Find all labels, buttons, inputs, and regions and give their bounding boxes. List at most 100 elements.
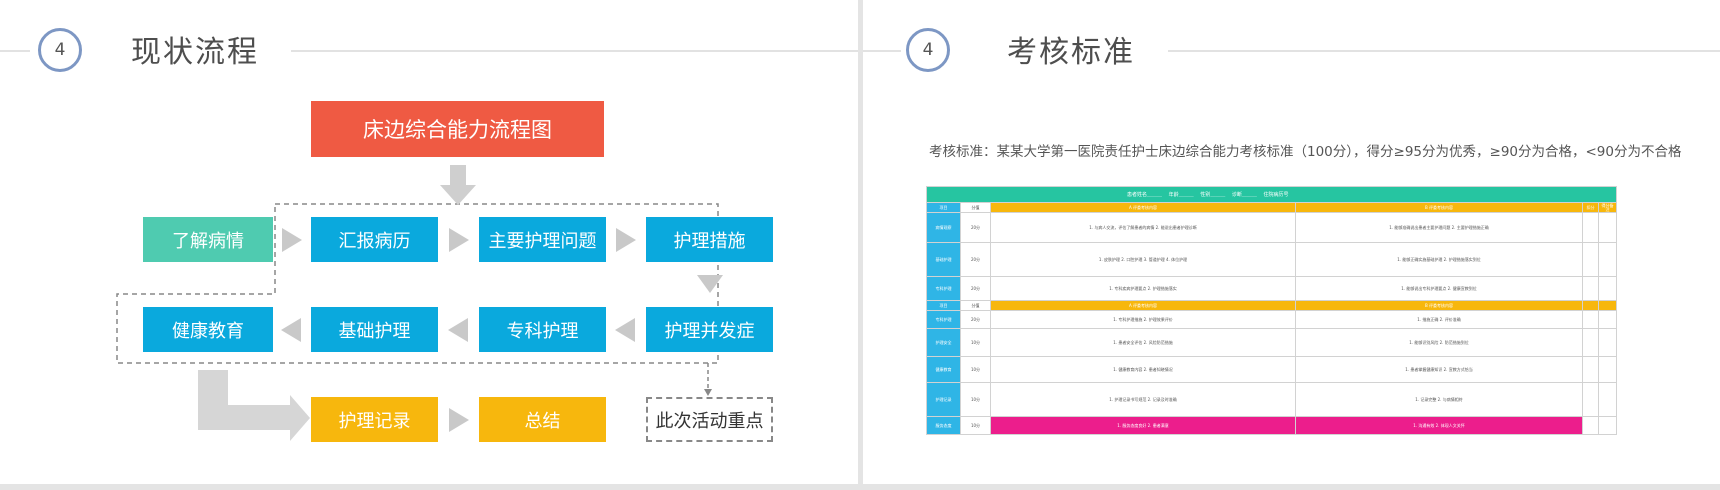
section-note (1597, 300, 1618, 311)
row-left: 1. 健康教育内容 2. 患者知晓情况 (990, 356, 1296, 383)
row-left: 1. 专科疾病护理要点 2. 护理措施落实 (990, 276, 1296, 301)
row-label: 专科护理 (926, 310, 961, 329)
header-cell: 性别 (1200, 191, 1211, 198)
row-label: 服务态度 (926, 416, 961, 435)
box-understand: 了解病情 (143, 217, 273, 262)
section-label: 项目 (926, 202, 961, 213)
dashed-flow-outline (116, 203, 719, 441)
row-left: 1. 与病人交流，评估了解患者的病情 2. 能说出患者护理诊断 (990, 212, 1296, 243)
row-score: 20分 (960, 310, 991, 329)
table-row: 护理记录 10分 1. 护理记录书写规范 2. 记录及时准确 1. 记录完整 2… (926, 382, 1618, 417)
box-record: 护理记录 (311, 397, 438, 442)
section-score: 分值 (960, 300, 991, 311)
row-left: 1. 服务态度良好 2. 患者满意 (990, 416, 1296, 435)
row-note (1597, 356, 1618, 383)
table-header-row: 患者姓名＿＿＿ 年龄＿＿＿ 性别＿＿＿ 诊断＿＿＿ 住院病历号 (925, 186, 1618, 203)
box-basic: 基础护理 (311, 307, 438, 352)
right-slide: 4 考核标准 考核标准：某某大学第一医院责任护士床边综合能力考核标准（100分）… (863, 0, 1720, 490)
row-left: 1. 患者安全评估 2. 风险防范措施 (990, 328, 1296, 357)
header-line-right (1168, 50, 1720, 52)
row-deduct (1582, 356, 1599, 383)
box-summary: 总结 (479, 397, 606, 442)
arrow-left-icon (281, 318, 301, 342)
dashed-outline-path (116, 203, 719, 364)
row-label: 基础护理 (926, 242, 961, 277)
row-deduct (1582, 416, 1599, 435)
row-right: 1. 能够正确实施基础护理 2. 护理措施落实到位 (1295, 242, 1583, 277)
arrow-right-icon (616, 228, 636, 252)
row-note (1597, 328, 1618, 357)
bend-arrow (198, 370, 310, 441)
section-left: A 评委考核内容 (990, 300, 1296, 311)
row-label: 病情观察 (926, 212, 961, 243)
row-score: 20分 (960, 276, 991, 301)
left-slide: 4 现状流程 床边综合能力流程图 了解病情 汇报病历 主要护理问题 护理措施 健… (0, 0, 858, 490)
row-note (1597, 276, 1618, 301)
row-note (1597, 310, 1618, 329)
row-right: 1. 能够说出专科护理要点 2. 健康宣教到位 (1295, 276, 1583, 301)
row-deduct (1582, 310, 1599, 329)
header-cell: 住院病历号 (1263, 191, 1289, 198)
table-row: 基础护理 20分 1. 皮肤护理 2. 口腔护理 3. 管道护理 4. 体位护理… (926, 242, 1618, 277)
arrow-left-icon (448, 318, 468, 342)
section-left: A 评委考核内容 (990, 202, 1296, 213)
arrow-right-icon (282, 228, 302, 252)
row-deduct (1582, 242, 1599, 277)
row-score: 20分 (960, 212, 991, 243)
row-left: 1. 护理记录书写规范 2. 记录及时准确 (990, 382, 1296, 417)
section-number-badge: 4 (38, 28, 82, 72)
table-row: 专科护理 20分 1. 专科护理措施 2. 护理效果评价 1. 措施正确 2. … (926, 310, 1618, 329)
page-title: 考核标准 (1007, 35, 1135, 70)
section-right: B 评委考核内容 (1295, 202, 1583, 213)
slide-divider (858, 0, 863, 490)
row-deduct (1582, 328, 1599, 357)
dashed-connector-arrowhead (704, 389, 712, 396)
section-number-badge: 4 (906, 28, 950, 72)
header-cell: 年龄 (1168, 191, 1179, 198)
arrow-left-icon (615, 318, 635, 342)
section-deduct: 扣分 (1582, 202, 1599, 213)
header-cell: 患者姓名 (1127, 191, 1148, 198)
row-note (1597, 242, 1618, 277)
header-cell: 诊断 (1231, 191, 1242, 198)
box-focus: 此次活动重点 (646, 397, 773, 442)
row-score: 10分 (960, 416, 991, 435)
row-score: 10分 (960, 328, 991, 357)
section-score: 分值 (960, 202, 991, 213)
row-deduct (1582, 382, 1599, 417)
box-education: 健康教育 (143, 307, 273, 352)
box-measures: 护理措施 (646, 217, 773, 262)
table-section-row: 项目 分值 A 评委考核内容 B 评委考核内容 扣分 得分备注 (926, 202, 1618, 213)
row-right: 1. 患者掌握健康知识 2. 宣教方式恰当 (1295, 356, 1583, 383)
row-label: 护理安全 (926, 328, 961, 357)
flow-title-box: 床边综合能力流程图 (311, 101, 604, 157)
row-score: 20分 (960, 242, 991, 277)
row-right: 1. 措施正确 2. 评价准确 (1295, 310, 1583, 329)
section-right: B 评委考核内容 (1295, 300, 1583, 311)
row-note (1597, 416, 1618, 435)
bottom-bar (0, 484, 1720, 490)
arrow-down-icon (697, 275, 723, 293)
table-row: 护理安全 10分 1. 患者安全评估 2. 风险防范措施 1. 能够识别风险 2… (926, 328, 1618, 357)
arrow-right-icon (449, 408, 469, 432)
box-main-issue: 主要护理问题 (479, 217, 606, 262)
table-row: 健康教育 10分 1. 健康教育内容 2. 患者知晓情况 1. 患者掌握健康知识… (926, 356, 1618, 383)
header-line-left (0, 50, 30, 52)
row-note (1597, 212, 1618, 243)
row-right: 1. 记录完整 2. 与病情相符 (1295, 382, 1583, 417)
row-label: 专科护理 (926, 276, 961, 301)
table-row: 病情观察 20分 1. 与病人交流，评估了解患者的病情 2. 能说出患者护理诊断… (926, 212, 1618, 243)
page-title: 现状流程 (131, 35, 259, 70)
row-deduct (1582, 276, 1599, 301)
row-note (1597, 382, 1618, 417)
box-report: 汇报病历 (311, 217, 438, 262)
row-left: 1. 皮肤护理 2. 口腔护理 3. 管道护理 4. 体位护理 (990, 242, 1296, 277)
box-specialty: 专科护理 (479, 307, 606, 352)
row-right: 1. 能够准确说出患者主要护理问题 2. 主要护理措施正确 (1295, 212, 1583, 243)
header-line-right (291, 50, 858, 52)
row-deduct (1582, 212, 1599, 243)
table-row: 专科护理 20分 1. 专科疾病护理要点 2. 护理措施落实 1. 能够说出专科… (926, 276, 1618, 301)
row-label: 健康教育 (926, 356, 961, 383)
row-score: 10分 (960, 382, 991, 417)
arrow-right-icon (449, 228, 469, 252)
